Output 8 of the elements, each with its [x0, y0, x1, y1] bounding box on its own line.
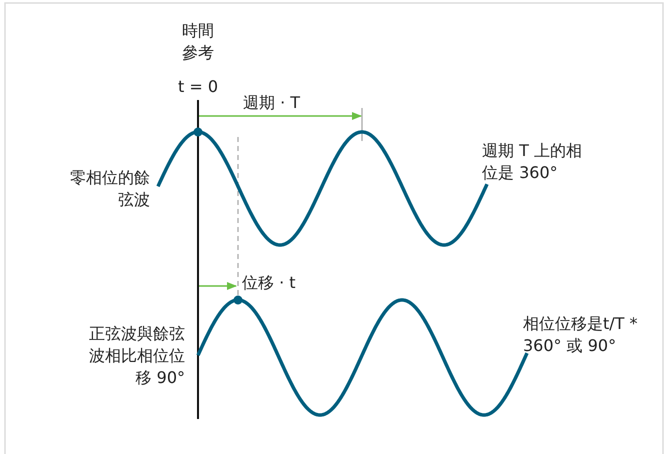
wave-label: 正弦波與餘弦波相比相位位移 90° — [88, 323, 185, 389]
wave-label: 零相位的餘弦波 — [69, 167, 150, 211]
axis-label: t = 0 — [176, 76, 220, 98]
axis-label: 時間參考 — [181, 20, 215, 64]
dimension-label: 週期 · T — [243, 92, 302, 114]
dimension-label: 位移 · t — [242, 272, 297, 294]
note-text: 相位位移是t/T * 360° 或 90° — [523, 313, 639, 357]
note-text: 週期 T 上的相位是 360° — [482, 140, 582, 184]
